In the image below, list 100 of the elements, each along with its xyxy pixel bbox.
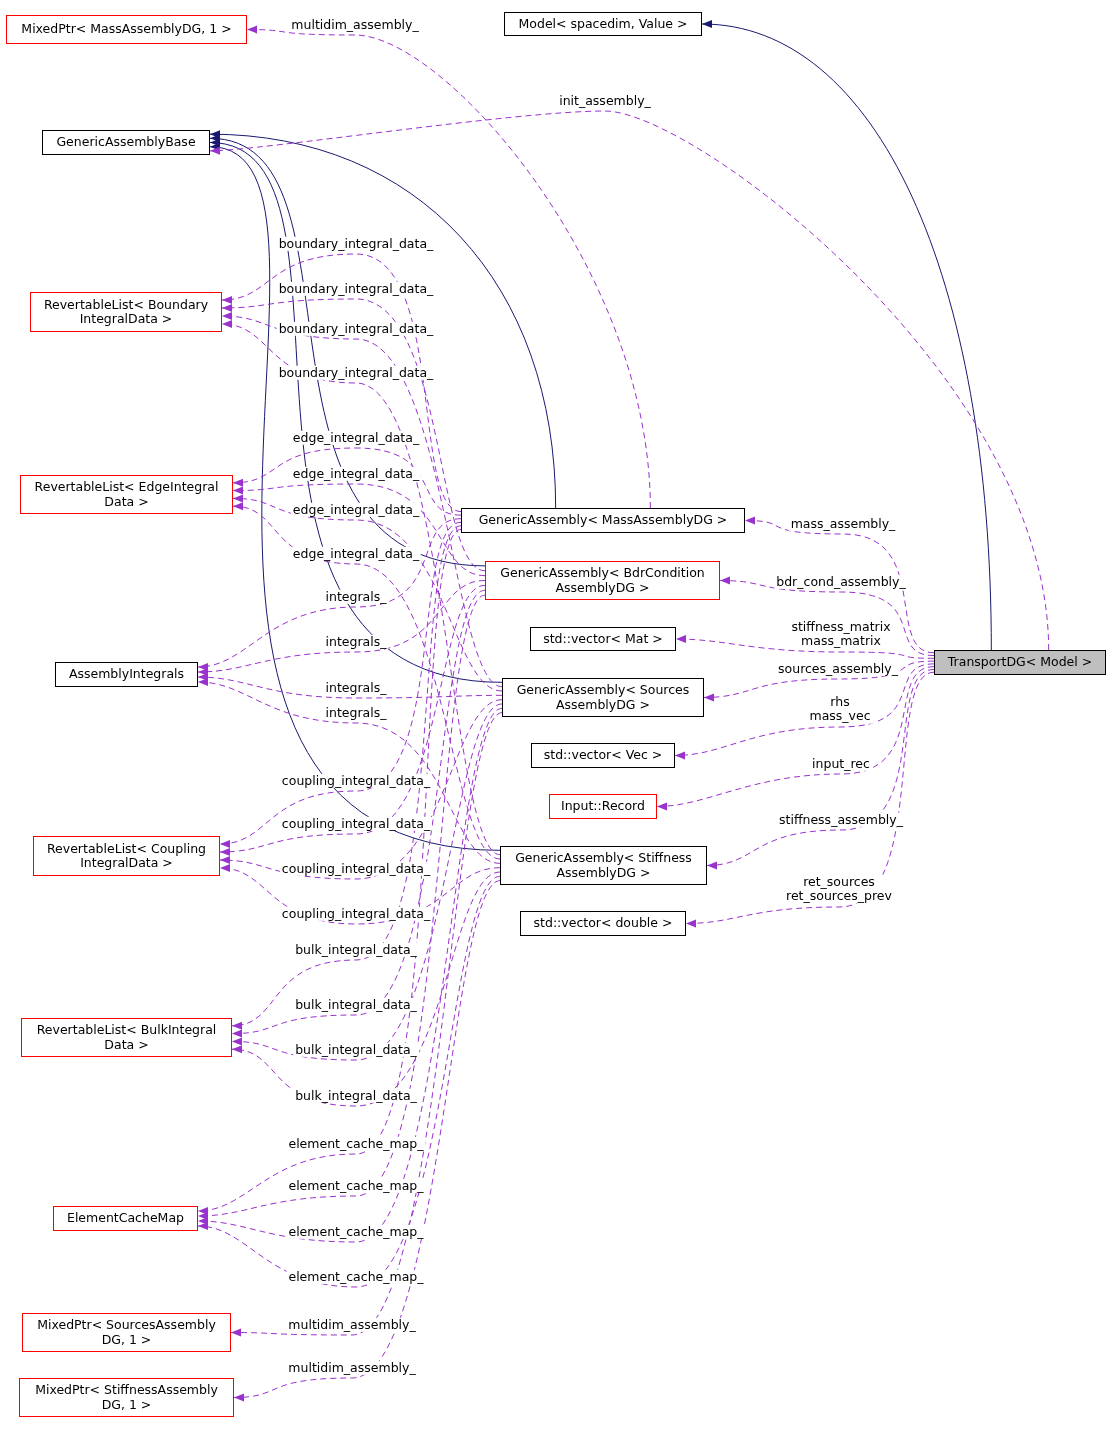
class-name: GenericAssembly< BdrCondition AssemblyDG >: [499, 566, 706, 595]
connector-arrow: [232, 483, 486, 577]
connector-arrow: [246, 25, 651, 509]
connector-arrow: [719, 576, 935, 657]
class-box: [485, 561, 720, 600]
class-box: [55, 662, 198, 687]
class-name: MixedPtr< StiffnessAssembly DG, 1 >: [34, 1383, 219, 1412]
class-name: RevertableList< BulkIntegral Data >: [35, 1023, 218, 1052]
edge-label: element_cache_map_: [286, 1269, 426, 1285]
connector-arrow: [197, 594, 486, 1220]
edge-label: element_cache_map_: [286, 1224, 426, 1240]
connector-arrow: [197, 678, 501, 864]
edge-label: coupling_integral_data_: [279, 906, 433, 922]
edge-label: mass_assembly_: [788, 516, 898, 532]
connector-arrow: [219, 865, 501, 925]
edge-label: coupling_integral_data_: [279, 861, 433, 877]
edge-label: bulk_integral_data_: [293, 942, 419, 958]
class-box: [42, 130, 210, 155]
class-name: std::vector< Vec >: [543, 748, 663, 763]
connector-arrow: [232, 447, 462, 516]
edge-label: multidim_assembly_: [286, 1317, 418, 1333]
edge-label: edge_integral_data_: [290, 502, 422, 518]
edge-label: coupling_integral_data_: [279, 773, 433, 789]
connector-arrow: [219, 521, 462, 848]
connector-arrow: [209, 110, 1050, 651]
connector-arrow: [231, 703, 503, 1061]
class-box: [33, 836, 220, 876]
class-name: Input::Record: [561, 799, 645, 814]
class-box: [6, 15, 247, 44]
class-box: [530, 627, 676, 651]
connector-arrow: [231, 525, 462, 1029]
class-box: [531, 743, 675, 768]
edge-label: edge_integral_data_: [290, 430, 422, 446]
class-name: Model< spacedim, Value >: [518, 16, 688, 32]
connector-arrow: [231, 589, 486, 1038]
edge-label: bdr_cond_assembly_: [774, 574, 908, 590]
edge-label: input_rec: [810, 756, 872, 772]
edge-label: element_cache_map_: [286, 1136, 426, 1152]
edge-label: coupling_integral_data_: [279, 816, 433, 832]
edge-label: integrals_: [323, 680, 389, 696]
connector-arrow: [197, 875, 501, 1288]
edge-label: boundary_integral_data_: [276, 281, 436, 297]
class-box: [504, 12, 702, 36]
class-name: GenericAssembly< Stiffness AssemblyDG >: [514, 851, 693, 880]
edge-label: bulk_integral_data_: [293, 1088, 419, 1104]
class-name: std::vector< Mat >: [543, 631, 663, 647]
class-box: [22, 1313, 231, 1352]
connector-arrow: [219, 699, 503, 880]
edge-label: boundary_integral_data_: [276, 321, 436, 337]
connector-arrow: [744, 516, 935, 654]
edge-label: integrals_: [323, 705, 389, 721]
connector-arrow: [197, 518, 462, 670]
class-box: [520, 911, 686, 936]
class-box: [30, 292, 222, 332]
connector-arrow: [221, 253, 462, 513]
edge-label: boundary_integral_data_: [276, 365, 436, 381]
connector-arrow: [197, 707, 503, 1243]
connector-arrow: [701, 21, 992, 651]
connector-arrow: [221, 312, 503, 688]
connector-arrow: [230, 712, 503, 1337]
class-name: AssemblyIntegrals: [68, 667, 185, 682]
class-name: RevertableList< Boundary IntegralData >: [42, 297, 210, 327]
class-box: [500, 846, 707, 885]
edge-label: multidim_assembly_: [289, 17, 421, 33]
class-box: [53, 1206, 198, 1231]
edge-label: stiffness_assembly_: [777, 812, 905, 828]
class-box: [461, 508, 745, 533]
connector-arrow: [232, 503, 501, 860]
edge-label: init_assembly_: [557, 93, 653, 109]
edge-label: integrals_: [323, 634, 389, 650]
class-name: RevertableList< EdgeIntegral Data >: [33, 480, 220, 509]
connector-arrow: [197, 673, 503, 699]
edge-label: sources_assembly_: [776, 661, 900, 677]
connector-arrow: [232, 494, 503, 692]
connector-arrow: [656, 666, 935, 810]
connector-arrow: [231, 871, 501, 1107]
edge-label: bulk_integral_data_: [293, 997, 419, 1013]
edge-label: bulk_integral_data_: [293, 1042, 419, 1058]
class-name: GenericAssembly< MassAssemblyDG >: [478, 513, 728, 528]
class-box: [19, 1378, 234, 1417]
connector-arrow: [197, 528, 462, 1215]
connector-arrow: [685, 671, 935, 928]
edge-label: edge_integral_data_: [290, 546, 422, 562]
class-name: RevertableList< Coupling IntegralData >: [45, 841, 207, 871]
connector-arrow: [221, 298, 486, 572]
connector-arrow: [674, 663, 935, 760]
class-name: MixedPtr< MassAssemblyDG, 1 >: [21, 22, 232, 37]
connector-arrow: [233, 880, 501, 1402]
class-box: [549, 794, 657, 819]
connector-arrow: [703, 660, 935, 702]
edge-label: multidim_assembly_: [286, 1360, 418, 1376]
connector-arrow: [197, 580, 486, 676]
class-box: [20, 475, 233, 514]
class-name: GenericAssemblyBase: [56, 135, 196, 150]
connector-arrow: [219, 584, 486, 856]
class-box: [502, 678, 704, 717]
class-name: std::vector< double >: [533, 916, 673, 931]
class-box: [21, 1018, 232, 1057]
edge-label: integrals_: [323, 589, 389, 605]
connector-arrow: [675, 635, 935, 659]
